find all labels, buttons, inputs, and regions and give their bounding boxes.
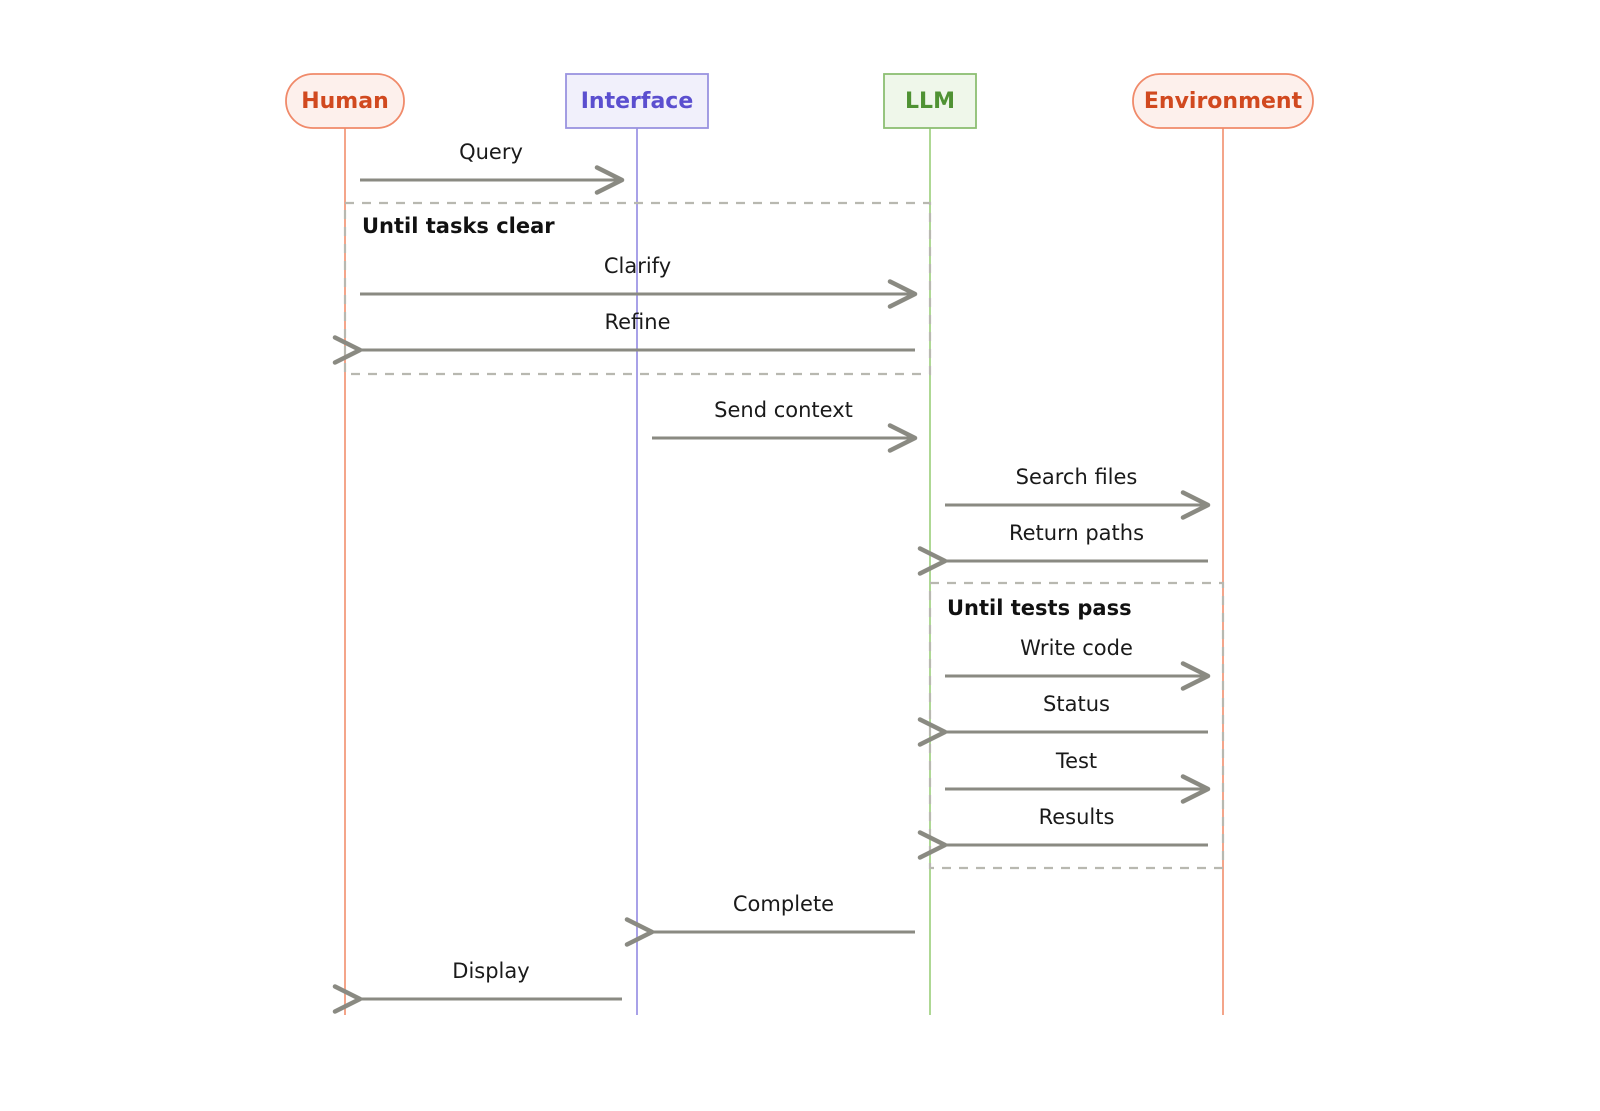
message-label-return-paths: Return paths xyxy=(1009,521,1144,545)
participant-box-interface[interactable] xyxy=(565,73,709,129)
message-status: Status xyxy=(917,692,1208,747)
message-label-results: Results xyxy=(1039,805,1115,829)
participant-label-environment: Environment xyxy=(1144,89,1303,114)
lifelines-layer xyxy=(344,128,1224,1015)
message-label-search-files: Search files xyxy=(1016,465,1138,489)
participant-environment[interactable]: Environment xyxy=(1132,73,1314,129)
participant-box-human[interactable] xyxy=(285,73,405,129)
message-label-status: Status xyxy=(1043,692,1110,716)
participants-layer: Human Interface LLM Environment xyxy=(285,73,1314,129)
loop-frame-until-tests-pass: Until tests pass xyxy=(928,581,1225,870)
message-return-paths: Return paths xyxy=(917,521,1208,576)
participant-llm[interactable]: LLM xyxy=(883,73,977,129)
message-send-context: Send context xyxy=(652,398,918,453)
message-label-refine: Refine xyxy=(604,310,670,334)
participant-label-human: Human xyxy=(301,89,389,114)
message-label-query: Query xyxy=(459,140,523,164)
message-complete: Complete xyxy=(624,892,915,947)
participant-human[interactable]: Human xyxy=(285,73,405,129)
message-write-code: Write code xyxy=(945,636,1211,691)
loop-title-until-tests-pass: Until tests pass xyxy=(947,596,1132,620)
message-label-send-context: Send context xyxy=(714,398,853,422)
participant-box-environment[interactable] xyxy=(1132,73,1314,129)
participant-interface[interactable]: Interface xyxy=(565,73,709,129)
message-label-display: Display xyxy=(452,959,529,983)
message-label-complete: Complete xyxy=(733,892,834,916)
participant-label-llm: LLM xyxy=(905,89,955,114)
message-query: Query xyxy=(360,140,625,195)
message-clarify: Clarify xyxy=(360,254,918,309)
loop-border-until-tasks-clear xyxy=(343,201,932,376)
message-label-test: Test xyxy=(1055,749,1097,773)
message-label-write-code: Write code xyxy=(1020,636,1133,660)
loop-title-until-tasks-clear: Until tasks clear xyxy=(362,214,555,238)
message-refine: Refine xyxy=(332,310,915,365)
message-search-files: Search files xyxy=(945,465,1211,520)
message-display: Display xyxy=(332,959,622,1014)
message-label-clarify: Clarify xyxy=(604,254,671,278)
participant-label-interface: Interface xyxy=(581,89,694,114)
loop-frame-until-tasks-clear: Until tasks clear xyxy=(343,201,932,376)
message-results: Results xyxy=(917,805,1208,860)
message-test: Test xyxy=(945,749,1211,804)
participant-box-llm[interactable] xyxy=(883,73,977,129)
